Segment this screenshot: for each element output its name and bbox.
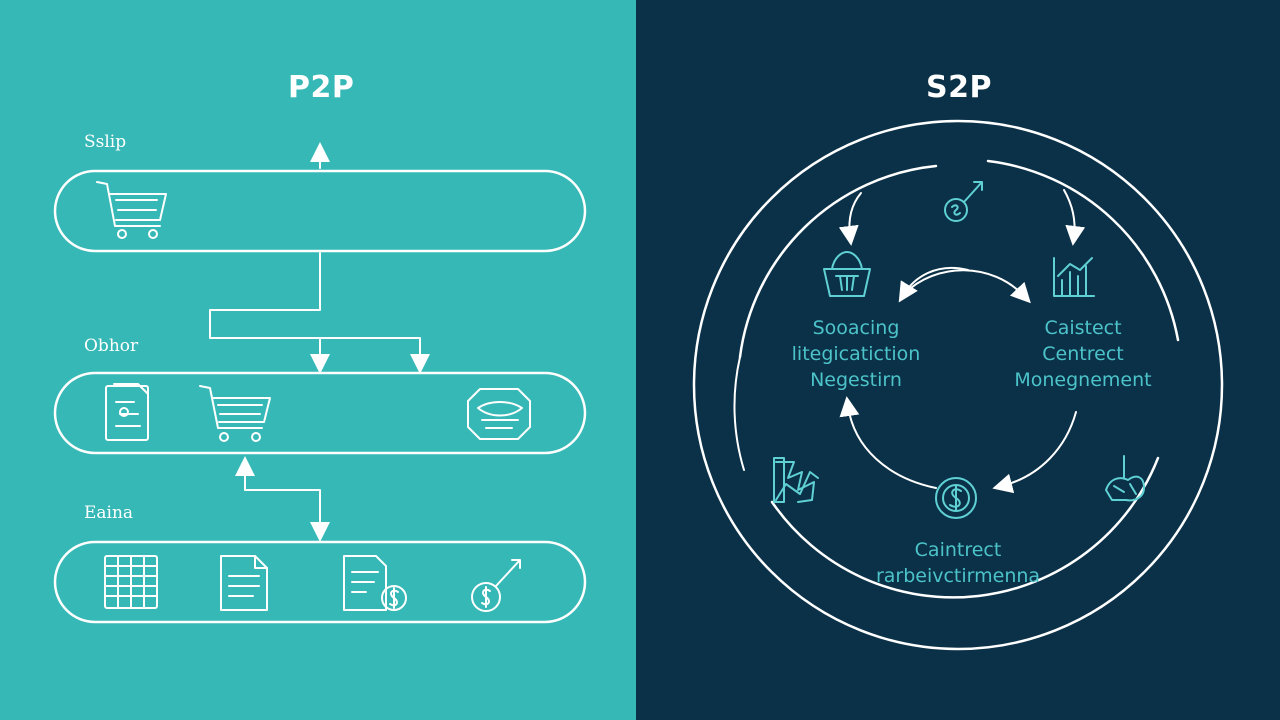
coin-arrow-icon xyxy=(944,181,983,222)
document-clip-icon xyxy=(105,383,149,441)
cycle-arrow-top-left xyxy=(838,192,862,246)
inner-cycle-arrows xyxy=(839,266,1077,494)
p2p-panel: P2P Sslip Obhor Eaina xyxy=(0,0,636,720)
stage-label-2: Obhor xyxy=(84,336,139,356)
outer-cycle-ring xyxy=(692,119,1224,651)
hand-icon xyxy=(1105,455,1145,502)
ledger-grid-icon xyxy=(104,555,158,609)
shopping-cart-icon xyxy=(96,181,167,239)
bar-chart-icon xyxy=(1053,257,1095,297)
invoice-dollar-icon xyxy=(343,555,407,611)
cycle-arrow-top-right xyxy=(1063,189,1086,246)
stage-pill-3 xyxy=(53,540,587,624)
stage-pill-1 xyxy=(53,169,587,253)
document-icon xyxy=(220,555,268,611)
stage-label-3: Eaina xyxy=(84,503,134,523)
stage-label-1: Sslip xyxy=(84,132,127,152)
s2p-panel: S2P xyxy=(636,0,1280,720)
basket-icon xyxy=(823,251,871,297)
flow-connectors xyxy=(209,142,430,542)
s2p-cycle-graphic xyxy=(692,119,1224,651)
p2p-title: P2P xyxy=(288,70,355,105)
shopping-cart-icon xyxy=(199,385,271,442)
cycle-label-sourcing: Sooacing litegicatiction Negestirn xyxy=(791,317,921,391)
s2p-title: S2P xyxy=(926,70,992,105)
payment-coin-icon xyxy=(471,559,521,612)
handshake-icon xyxy=(773,457,819,503)
cycle-label-contract-management: Caistect Centrect Monegnement xyxy=(1014,317,1152,391)
p2p-flow-graphic xyxy=(53,142,587,624)
package-icon xyxy=(467,388,531,440)
cycle-label-bottom: Caintrect rarbeivctirmenna xyxy=(875,539,1041,587)
dollar-coin-icon xyxy=(935,477,977,519)
inner-cycle-ring xyxy=(733,159,1180,599)
